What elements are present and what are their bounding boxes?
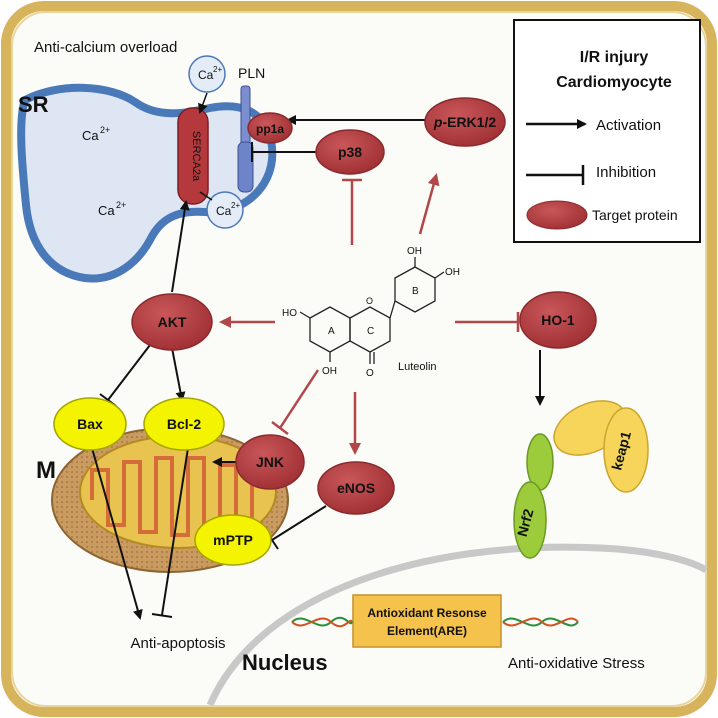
- are-line2: Element(ARE): [387, 624, 467, 638]
- enos-inhibit-mptp: [271, 505, 327, 541]
- calcium-ion-cytosol: [206, 191, 244, 229]
- pp1a-label: pp1a: [256, 122, 284, 136]
- ho1-label: HO-1: [541, 312, 575, 328]
- akt-to-bcl2: [171, 347, 186, 402]
- ring-a-label: A: [328, 326, 335, 337]
- akt-inhibit-bax: [107, 344, 151, 401]
- ring-c: [349, 306, 391, 353]
- oh-label-4p: OH: [445, 267, 460, 278]
- are-box: [352, 594, 502, 648]
- legend-title-1: I/R injury: [580, 49, 649, 66]
- sarcoplasmic-reticulum: SR Anti-calcium overload SERCA2a PLN Ca …: [17, 39, 277, 283]
- ring-oxygen-label: O: [366, 296, 373, 306]
- calcium-label: Ca: [98, 203, 115, 218]
- node-bcl2: Bcl-2: [143, 397, 225, 451]
- node-jnk: JNK: [235, 434, 305, 490]
- legend: I/R injury Cardiomyocyte Activation Inhi…: [513, 19, 701, 243]
- mito-label: M: [36, 457, 56, 484]
- calcium-charge: 2+: [231, 201, 240, 210]
- node-enos: eNOS: [317, 461, 395, 515]
- cell-membrane-inner: [11, 11, 707, 707]
- calcium-charge: 2+: [116, 200, 126, 210]
- perk-prefix: p: [433, 114, 443, 130]
- legend-inhibition-label: Inhibition: [596, 164, 656, 181]
- bax-label: Bax: [77, 416, 103, 432]
- enos-label: eNOS: [337, 480, 375, 496]
- ring-c-label: C: [367, 326, 374, 337]
- calcium-label: Ca: [82, 128, 99, 143]
- mptp-label: mPTP: [213, 532, 253, 548]
- node-perk: p-ERK1/2: [424, 97, 506, 147]
- inhibit-jnk-bar: [271, 421, 289, 435]
- serca-label: SERCA2a: [190, 131, 202, 182]
- arrow-to-perk: [418, 173, 440, 235]
- legend-target-label: Target protein: [592, 207, 678, 223]
- pathway-links: [91, 115, 545, 620]
- bcl2-inhibit-apoptosis: [161, 447, 189, 616]
- luteolin-structure: [299, 257, 445, 364]
- calcium-uptake-arrow: [198, 92, 208, 114]
- node-ho1: HO-1: [519, 291, 597, 349]
- carbonyl-oxygen-label: O: [366, 368, 374, 379]
- node-keap1: keap1: [553, 400, 649, 493]
- pln-body: [237, 141, 254, 193]
- anti-calcium-label: Anti-calcium overload: [34, 39, 177, 56]
- node-nrf2: Nrf2: [513, 433, 554, 559]
- inhibit-jnk-line: [278, 369, 320, 429]
- bcl2-label: Bcl-2: [167, 416, 201, 432]
- p38-label: p38: [338, 144, 362, 160]
- nrf2-label: Nrf2: [514, 507, 537, 538]
- akt-to-serca: [171, 200, 190, 293]
- nucleus-label: Nucleus: [242, 650, 328, 675]
- luteolin-name: Luteolin: [398, 361, 437, 373]
- ring-b-label: B: [412, 286, 419, 297]
- pln-label: PLN: [238, 65, 265, 81]
- sr-label: SR: [18, 92, 49, 117]
- are-line1: Antioxidant Resonse: [367, 606, 487, 620]
- node-p38: p38: [315, 129, 385, 175]
- calcium-release-line: [199, 191, 213, 201]
- oh-label-5: OH: [322, 366, 337, 377]
- serca-pump: [177, 107, 209, 205]
- oh-label-3p: OH: [407, 246, 422, 257]
- pln-rod: [240, 85, 251, 149]
- calcium-label: Ca: [216, 204, 232, 218]
- svg-text:p-ERK1/2: p-ERK1/2: [433, 114, 496, 130]
- mito-cristae: [90, 456, 254, 537]
- jnk-label: JNK: [256, 454, 284, 470]
- node-akt: AKT: [131, 293, 213, 351]
- legend-target-ellipse: [526, 200, 588, 230]
- calcium-ion-outside: [188, 55, 226, 93]
- nucleus-envelope: [206, 543, 708, 707]
- node-pp1a: pp1a: [247, 112, 293, 144]
- legend-title-2: Cardiomyocyte: [556, 74, 672, 91]
- anti-oxidative-label: Anti-oxidative Stress: [508, 655, 645, 672]
- calcium-label: Ca: [198, 68, 214, 82]
- ho-label: HO: [282, 308, 297, 319]
- bcl2-inhibit-bar: [151, 613, 173, 618]
- calcium-charge: 2+: [213, 65, 222, 74]
- akt-label: AKT: [158, 314, 187, 330]
- dna-strand-right: [502, 617, 579, 627]
- legend-activation-label: Activation: [596, 117, 661, 134]
- node-mptp: mPTP: [194, 514, 272, 566]
- luteolin-effects: [219, 173, 520, 455]
- bax-to-apoptosis: [91, 447, 143, 620]
- sr-membrane: [17, 83, 277, 283]
- calcium-charge: 2+: [100, 125, 110, 135]
- anti-apoptosis-label: Anti-apoptosis: [130, 635, 225, 652]
- perk-label: -ERK1/2: [442, 114, 496, 130]
- node-bax: Bax: [53, 397, 127, 451]
- dna-strand-left: [291, 616, 353, 628]
